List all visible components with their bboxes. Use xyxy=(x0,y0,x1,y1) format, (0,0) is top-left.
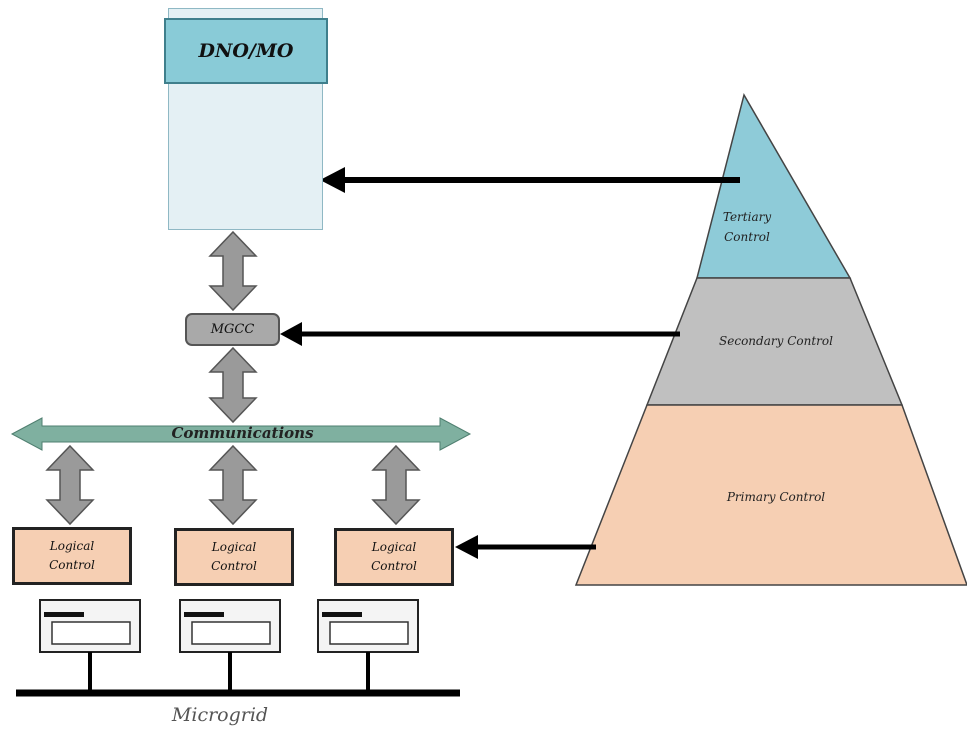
link-arrow-comm-lc1 xyxy=(45,444,95,526)
pyramid-tertiary-layer xyxy=(696,93,852,279)
secondary-arrow xyxy=(280,322,680,346)
communications-label: Communications xyxy=(171,424,314,442)
microgrid-bus xyxy=(16,652,460,697)
logical-control-box: Logical Control xyxy=(174,528,294,586)
link-arrow-mgcc-comm xyxy=(208,346,258,424)
primary-control-label: Primary Control xyxy=(726,490,826,504)
logical-control-line2: Control xyxy=(49,558,95,572)
link-arrow-comm-lc3 xyxy=(371,444,421,526)
logical-control-line2: Control xyxy=(371,559,417,573)
pyramid-primary-layer xyxy=(574,404,967,586)
tertiary-line2: Control xyxy=(724,230,770,244)
mgcc-box: MGCC xyxy=(185,313,280,346)
logical-control-line1: Logical xyxy=(211,540,257,554)
tertiary-control-label: Tertiary Control xyxy=(714,207,780,247)
tertiary-line1: Tertiary xyxy=(722,210,772,224)
operator-title: DNO/MO xyxy=(164,18,328,84)
device-icon xyxy=(317,599,419,653)
secondary-control-label: Secondary Control xyxy=(719,334,833,348)
logical-control-line2: Control xyxy=(211,559,257,573)
device-icon xyxy=(179,599,281,653)
tertiary-arrow xyxy=(320,167,740,193)
link-arrow-dno-mgcc xyxy=(208,230,258,312)
logical-control-line1: Logical xyxy=(371,540,417,554)
logical-control-box: Logical Control xyxy=(334,528,454,586)
primary-arrow xyxy=(455,535,596,559)
microgrid-label: Microgrid xyxy=(171,704,269,726)
communications-bus xyxy=(10,417,472,451)
link-arrow-comm-lc2 xyxy=(208,444,258,526)
logical-control-line1: Logical xyxy=(49,539,95,553)
device-icon xyxy=(39,599,141,653)
logical-control-box: Logical Control xyxy=(12,527,132,585)
